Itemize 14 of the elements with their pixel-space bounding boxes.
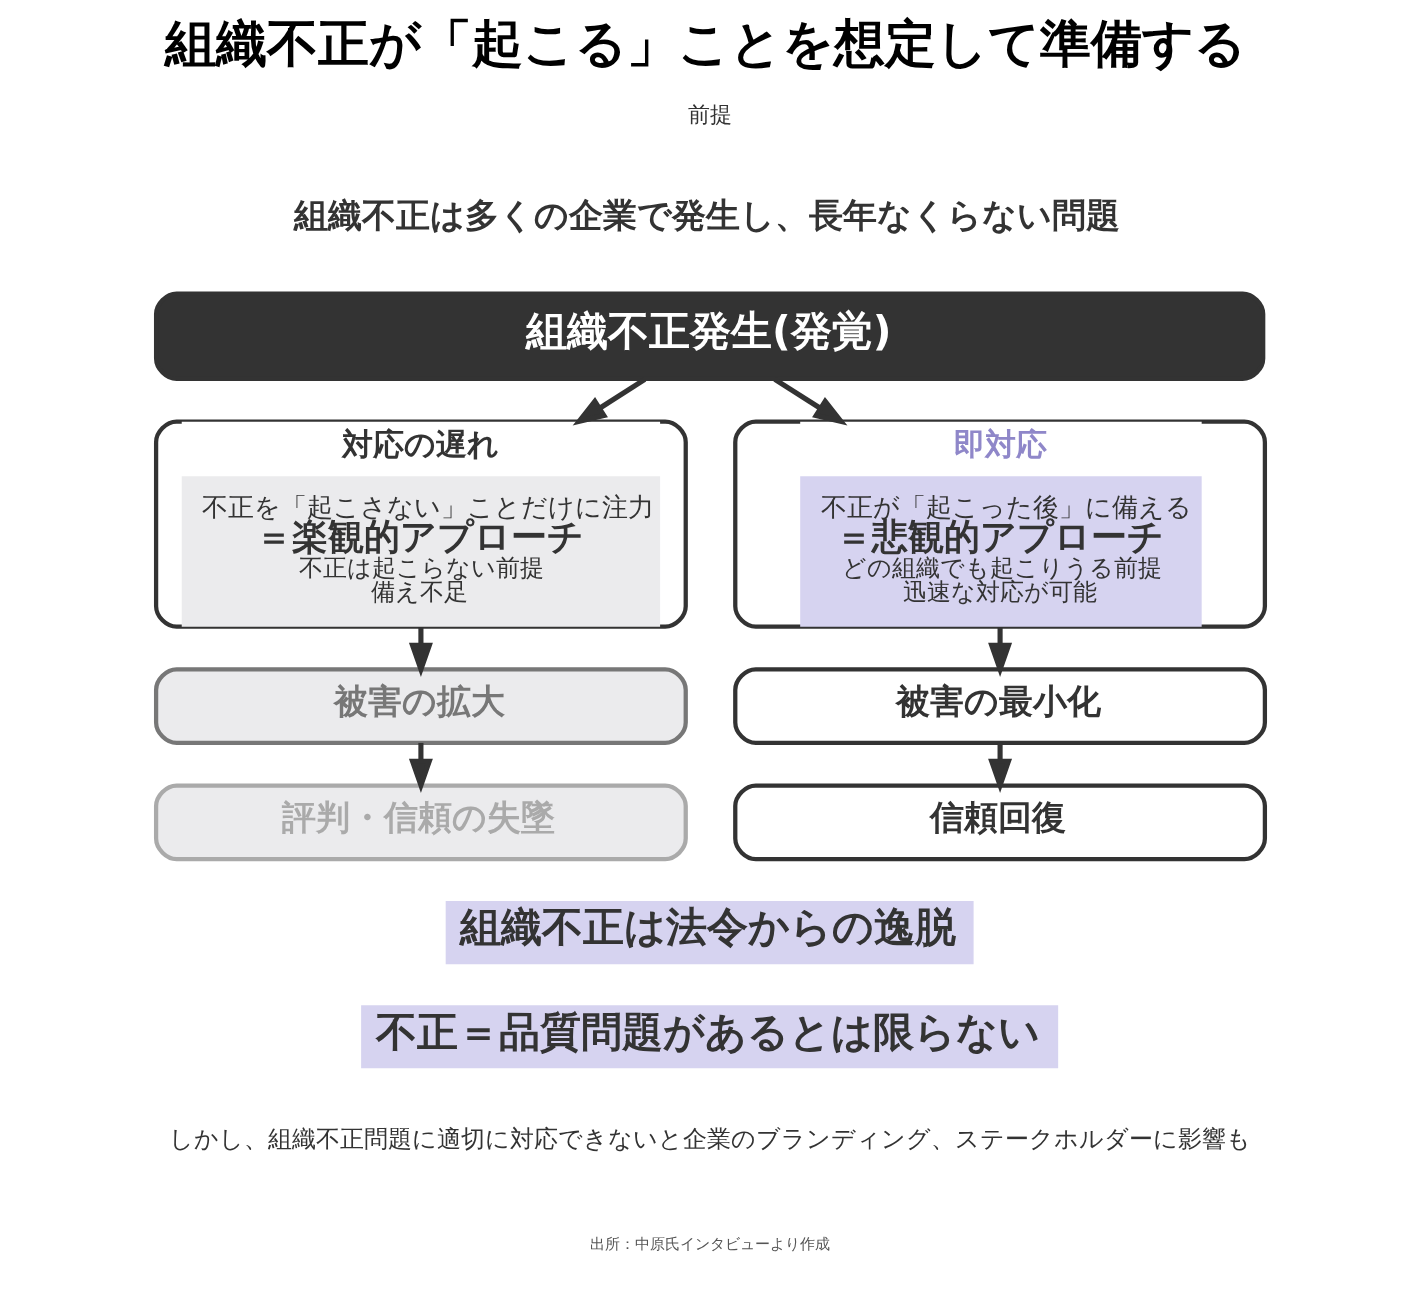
label: 出所：中原氏インタビューより作成 [589, 1234, 830, 1253]
label: 組織不正は多くの企業で発生し、長年なくらない問題 [293, 194, 1120, 235]
node-box: 被害の最小化 [732, 667, 1267, 745]
label: 不正＝品質問題があるとは限らない [375, 1007, 1040, 1056]
node-box: 評判・信頼の失墜 [153, 783, 688, 862]
arrow [987, 627, 1012, 678]
arrow [408, 627, 433, 678]
label: 組織不正は法令からの逸脱 [459, 903, 956, 952]
node-box: 信頼回復 [732, 783, 1267, 862]
label: 前提 [687, 100, 732, 127]
diagram-title: 組織不正が「起こる」ことを想定して準備する [165, 13, 1246, 74]
node-box: 被害の拡大 [153, 667, 688, 745]
node-box: 組織不正発生(発覚) [153, 291, 1265, 382]
label: しかし、組織不正問題に適切に対応できないと企業のブランディング、ステークホルダーに影響も [168, 1125, 1251, 1154]
